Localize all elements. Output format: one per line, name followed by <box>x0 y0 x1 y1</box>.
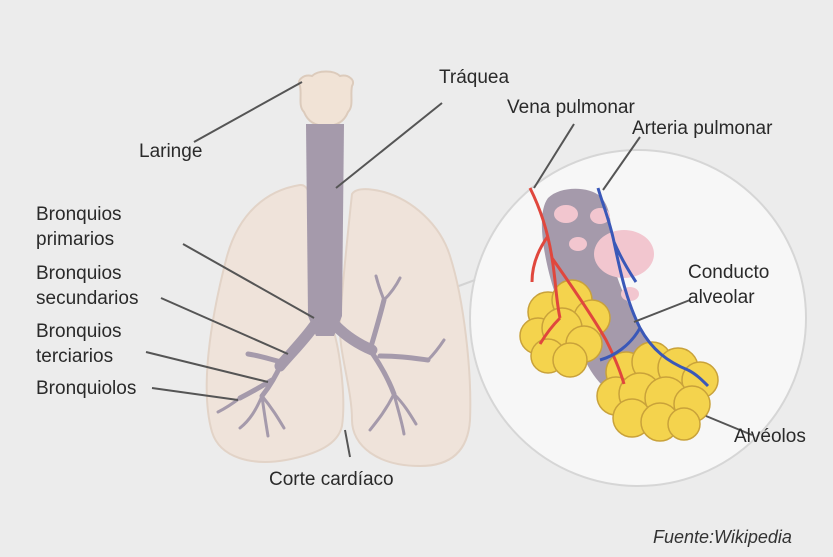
label-alveolos: Alvéolos <box>734 427 806 447</box>
label-corte-cardiaco: Corte cardíaco <box>269 470 394 490</box>
label-conducto-alveolar-1: Conducto <box>688 263 769 283</box>
larynx <box>299 72 353 127</box>
pink-vesicle <box>594 230 654 278</box>
label-bronquios-primarios-1: Bronquios <box>36 205 122 225</box>
pink-vesicle-small <box>569 237 587 251</box>
label-bronquios-secundarios-1: Bronquios <box>36 264 122 284</box>
leader-corte-cardiaco <box>345 430 350 457</box>
source-credit: Fuente:Wikipedia <box>653 527 792 548</box>
trachea <box>306 124 344 336</box>
label-bronquios-primarios-2: primarios <box>36 230 114 250</box>
label-bronquios-terciarios-2: terciarios <box>36 347 113 367</box>
left-lung <box>340 189 470 466</box>
label-arteria-pulmonar: Arteria pulmonar <box>632 119 772 139</box>
label-traquea: Tráquea <box>439 68 509 88</box>
leader-laringe <box>194 82 302 142</box>
label-bronquiolos: Bronquiolos <box>36 379 136 399</box>
label-conducto-alveolar-2: alveolar <box>688 288 755 308</box>
pink-vesicle-small <box>554 205 578 223</box>
label-laringe: Laringe <box>139 142 202 162</box>
label-vena-pulmonar: Vena pulmonar <box>507 98 635 118</box>
label-bronquios-secundarios-2: secundarios <box>36 289 138 309</box>
leader-traquea <box>336 103 442 188</box>
label-bronquios-terciarios-1: Bronquios <box>36 322 122 342</box>
